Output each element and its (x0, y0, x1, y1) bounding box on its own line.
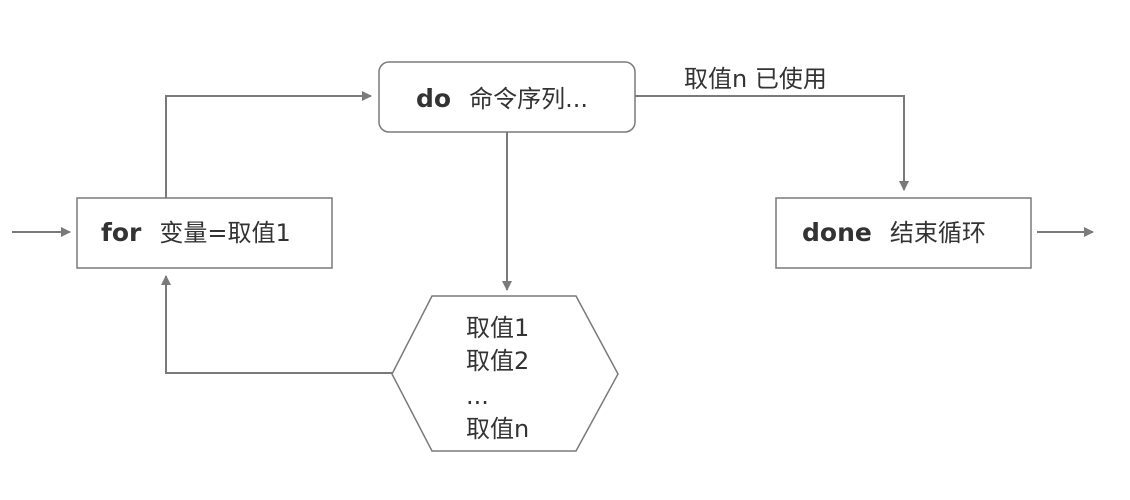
value-line-n: 取值n (466, 415, 529, 443)
for-box: for 变量=取值1 (76, 197, 333, 269)
for-keyword: for (101, 218, 142, 247)
do-to-done-label: 取值n 已使用 (684, 65, 827, 93)
done-box: done 结束循环 (775, 197, 1032, 269)
value-line-2: 取值2 (466, 347, 529, 375)
svg-text:do 命令序列...: do 命令序列... (416, 84, 588, 113)
svg-text:done 结束循环: done 结束循环 (802, 218, 986, 247)
do-to-done-arrow (635, 95, 909, 191)
for-text: 变量=取值1 (159, 219, 290, 247)
values-to-for-arrow (161, 275, 392, 374)
svg-text:for 变量=取值1: for 变量=取值1 (101, 218, 291, 247)
value-line-ellipsis: ... (466, 382, 489, 410)
for-to-do-arrow (165, 91, 372, 198)
do-text: 命令序列... (469, 85, 588, 113)
done-text: 结束循环 (890, 219, 986, 247)
do-box: do 命令序列... (378, 61, 636, 133)
values-hexagon: 取值1 取值2 ... 取值n (391, 295, 619, 452)
value-line-1: 取值1 (466, 314, 529, 342)
do-keyword: do (416, 84, 451, 113)
done-keyword: done (802, 218, 872, 247)
